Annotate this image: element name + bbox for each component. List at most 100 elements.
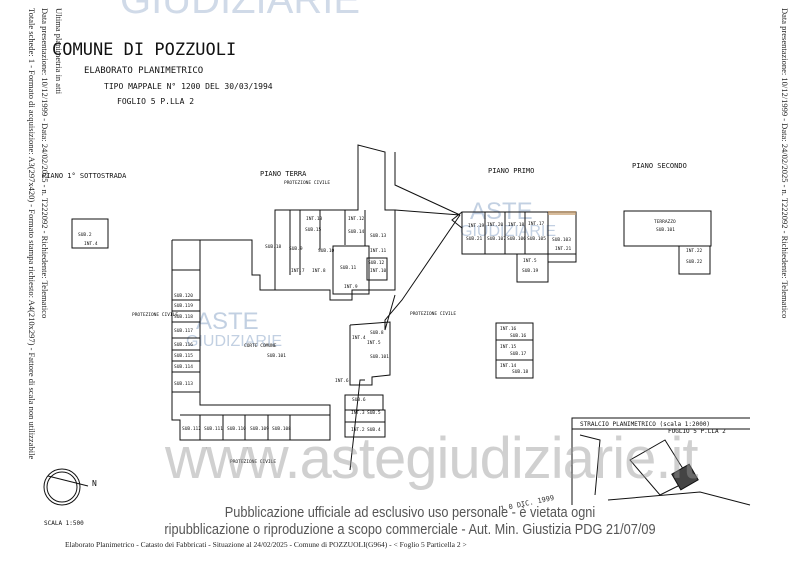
corte-comune-label: CORTE COMUNE <box>244 343 277 349</box>
first-floor-lower-block <box>495 322 534 379</box>
unit-label: SUB.18 <box>512 369 529 375</box>
unit-label: SUB.22 <box>686 259 703 265</box>
unit-label: SUB.113 <box>174 381 193 387</box>
int-label: INT.3 <box>351 410 365 416</box>
int-label: INT.15 <box>500 344 517 350</box>
document-type: ELABORATO PLANIMETRICO <box>84 66 203 76</box>
int-label: INT.9 <box>344 284 358 290</box>
left-margin-line2: Data presentazione: 10/12/1999 - Data: 2… <box>40 8 50 319</box>
access-lane <box>394 152 461 216</box>
int-label: INT.16 <box>500 326 517 332</box>
protezione-civile-label: PROTEZIONE CIVILE <box>410 311 456 317</box>
footer: Elaborato Planimetrico - Catasto dei Fab… <box>65 540 467 549</box>
terrace-block <box>623 210 712 247</box>
floor-title-secondo: PIANO SECONDO <box>632 162 687 170</box>
foglio-label: FOGLIO 5 P.LLA 2 <box>117 97 194 106</box>
scale-label: SCALA 1:500 <box>44 520 84 527</box>
int-label: INT.22 <box>686 248 703 254</box>
unit-label: SUB.101 <box>370 354 389 360</box>
protezione-civile-label: PROTEZIONE CIVILE <box>230 459 276 465</box>
floor-title-primo: PIANO PRIMO <box>488 167 534 175</box>
int-label: INT.7 <box>291 268 305 274</box>
int-label: INT.20 <box>487 222 504 228</box>
unit-label: SUB.111 <box>204 426 223 432</box>
unit-label: SUB.14 <box>348 229 365 235</box>
unit-label: SUB.13 <box>370 233 387 239</box>
int-label: INT.2 <box>351 427 365 433</box>
unit-label: SUB.18 <box>265 244 282 250</box>
unit-label: SUB.11 <box>340 265 357 271</box>
unit-label: SUB.108 <box>272 426 291 432</box>
int-label: INT.21 <box>555 246 572 252</box>
unit-label: SUB.118 <box>174 314 193 320</box>
unit-label: SUB.109 <box>250 426 269 432</box>
watermark-site: www.astegiudiziarie.it <box>165 426 698 491</box>
unit-label: SUB.107 <box>487 236 506 242</box>
stralcio-frame <box>571 417 750 505</box>
floor-title-sottostrada: PIANO 1° SOTTOSTRADA <box>42 172 127 180</box>
unit-label: SUB.6 <box>352 397 366 403</box>
unit-label: SUB.19 <box>522 268 539 274</box>
notice-line1: Pubblicazione ufficiale ad esclusivo uso… <box>224 504 596 521</box>
right-group-block <box>349 321 391 386</box>
unit-label: SUB.114 <box>174 364 193 370</box>
unit-label: SUB.17 <box>510 351 527 357</box>
north-compass <box>43 468 81 506</box>
left-margin-line1: Ultima planimetria in atti <box>54 8 64 95</box>
unit-label: SUB.119 <box>174 303 193 309</box>
sub2-room <box>71 218 109 249</box>
unit-label: SUB.101 <box>656 227 675 233</box>
unit-label: INT.4 <box>84 241 98 247</box>
protezione-civile-label: PROTEZIONE CIVILE <box>284 180 330 186</box>
stralcio-foglio: FOGLIO 5 P.LLA 2 <box>668 428 726 435</box>
sub22-room <box>678 245 711 275</box>
unit-label: SUB.12 <box>368 260 385 266</box>
unit-label: SUB.103 <box>552 237 571 243</box>
right-margin-line1: Data presentazione: 10/12/1999 - Data: 2… <box>780 8 790 319</box>
ground-floor-l-block <box>171 240 331 441</box>
unit-label: SUB.115 <box>174 353 193 359</box>
int-label: INT.6 <box>335 378 349 384</box>
int-label: INT.12 <box>348 216 365 222</box>
watermark-logo-aste: ASTE <box>196 308 259 335</box>
terrazzo-label: TERRAZZO <box>654 219 676 225</box>
north-label: N <box>92 479 97 488</box>
int-label: INT.19 <box>468 223 485 229</box>
corte-sub-label: SUB.101 <box>267 353 286 359</box>
unit-label: SUB.116 <box>174 342 193 348</box>
notice-line2: ripubblicazione o riproduzione a scopo c… <box>164 521 656 538</box>
watermark-logo-giudiziarie-2: GIUDIZIARIE <box>460 223 557 240</box>
unit-label: SUB.120 <box>174 293 193 299</box>
int-label: INT.5 <box>523 258 537 264</box>
unit-label: SUB.16 <box>510 333 527 339</box>
unit-label: SUB.5 <box>367 410 381 416</box>
unit-label: SUB.112 <box>182 426 201 432</box>
unit-label: SUB.9 <box>289 246 303 252</box>
unit-label: SUB.117 <box>174 328 193 334</box>
int-label: INT.13 <box>306 216 323 222</box>
unit-label: SUB.4 <box>367 427 381 433</box>
protezione-civile-label: PROTEZIONE CIVILE <box>132 312 178 318</box>
municipality-title: COMUNE DI POZZUOLI <box>52 40 236 60</box>
stralcio-title: STRALCIO PLANIMETRICO (scala 1:2000) <box>580 421 710 428</box>
unit-label: SUB.106 <box>507 236 526 242</box>
int-label: INT.14 <box>500 363 517 369</box>
int-label: INT.17 <box>528 221 545 227</box>
int-label: INT.8 <box>312 268 326 274</box>
unit-label: SUB.21 <box>466 236 483 242</box>
left-margin-line3: Totale schede: 1 - Formato di acquisizio… <box>27 8 37 460</box>
unit-label: SUB.110 <box>227 426 246 432</box>
unit-label: SUB.105 <box>527 236 546 242</box>
watermark-logo-giudiziarie: GIUDIZIARIE <box>186 333 283 350</box>
unit-label: SUB.8 <box>370 330 384 336</box>
floor-title-terra: PIANO TERRA <box>260 170 307 178</box>
unit-label: SUB.2 <box>78 232 92 238</box>
int-label: INT.4 <box>352 335 366 341</box>
int-label: INT.10 <box>370 268 387 274</box>
ground-floor-upper-block <box>172 144 396 301</box>
tipo-mappale: TIPO MAPPALE N° 1200 DEL 30/03/1994 <box>104 82 273 91</box>
int-label: INT.18 <box>508 222 525 228</box>
int-label: INT.5 <box>367 340 381 346</box>
title-block: COMUNE DI POZZUOLI ELABORATO PLANIMETRIC… <box>52 40 273 106</box>
